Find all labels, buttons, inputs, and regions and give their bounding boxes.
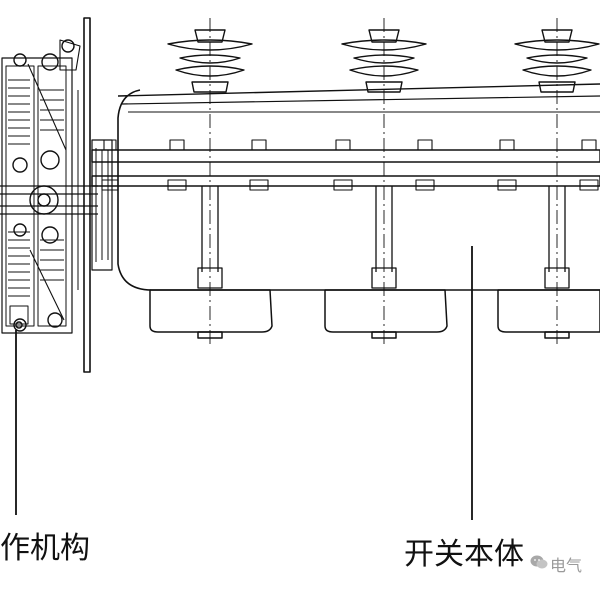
bottom-pods <box>149 289 600 339</box>
mounting-plate <box>83 17 113 373</box>
insulator-1 <box>167 29 253 93</box>
insulator-2 <box>341 29 427 93</box>
watermark-text: 电气 <box>550 556 583 575</box>
wechat-icon <box>530 554 548 574</box>
operating-mechanism-label: 作机构 <box>0 531 90 566</box>
flange-bolts <box>101 139 599 191</box>
operating-mechanism-drawing <box>0 39 98 515</box>
switch-body-label: 开关本体 <box>404 537 524 572</box>
center-lines <box>209 18 558 348</box>
watermark: 电气 <box>530 552 600 578</box>
insulator-3 <box>514 29 600 93</box>
conductor-rods <box>197 186 570 289</box>
insulator-bushings <box>167 29 600 93</box>
